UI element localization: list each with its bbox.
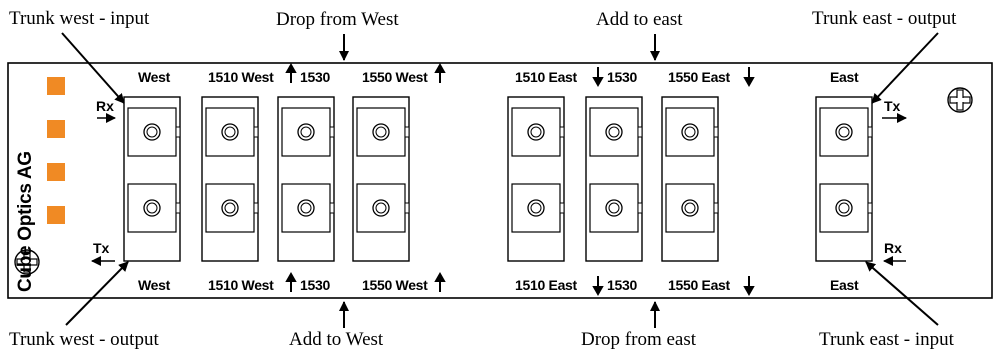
brand-label: Cube Optics AG	[15, 151, 36, 292]
callout-trunk-west-output: Trunk west - output	[9, 329, 159, 350]
fiber-port-west-2[interactable]	[127, 183, 181, 233]
led-square-3	[47, 163, 65, 181]
connector-module-west	[123, 96, 181, 262]
fiber-port-1530-east-1[interactable]	[589, 107, 643, 157]
led-square-2	[47, 120, 65, 138]
fiber-port-1550-east-1[interactable]	[665, 107, 719, 157]
fiber-port-1510-east-2[interactable]	[511, 183, 565, 233]
callout-arrows	[61, 32, 939, 328]
callout-drop-from-west: Drop from West	[276, 9, 399, 30]
rx-right-label: Rx	[884, 240, 902, 256]
top-label-east: East	[830, 69, 859, 85]
fiber-port-1510-east-1[interactable]	[511, 107, 565, 157]
tx-left-label: Tx	[93, 240, 110, 256]
connector-module-1530-west	[277, 96, 335, 262]
fiber-port-1550-west-1[interactable]	[356, 107, 410, 157]
callout-trunk-east-input: Trunk east - input	[819, 329, 954, 350]
led-square-4	[47, 206, 65, 224]
bottom-label-east: East	[830, 277, 859, 293]
connector-module-1510-west	[201, 96, 259, 262]
fiber-port-west-1[interactable]	[127, 107, 181, 157]
callout-drop-from-east: Drop from east	[581, 329, 697, 350]
fiber-port-east-2[interactable]	[819, 183, 873, 233]
connector-module-east	[815, 96, 873, 262]
fiber-port-1530-east-2[interactable]	[589, 183, 643, 233]
top-label-west: West	[138, 69, 170, 85]
direction-arrows	[285, 62, 755, 297]
bottom-label-1530-east: 1530	[607, 277, 637, 293]
led-square-1	[47, 77, 65, 95]
fiber-port-1510-west-2[interactable]	[205, 183, 259, 233]
fiber-port-east-1[interactable]	[819, 107, 873, 157]
bottom-label-west: West	[138, 277, 170, 293]
top-label-1550-west: 1550 West	[362, 69, 428, 85]
fiber-port-1550-west-2[interactable]	[356, 183, 410, 233]
rx-left-label: Rx	[96, 98, 114, 114]
callout-add-to-east: Add to east	[596, 9, 683, 30]
top-label-1550-east: 1550 East	[668, 69, 730, 85]
callout-trunk-west-input: Trunk west - input	[9, 8, 150, 29]
tx-right-label: Tx	[884, 98, 901, 114]
top-label-1530-east: 1530	[607, 69, 637, 85]
top-label-1510-west: 1510 West	[208, 69, 274, 85]
top-label-1530-west: 1530	[300, 69, 330, 85]
screw-icon-left	[14, 249, 40, 275]
fiber-port-1550-east-2[interactable]	[665, 183, 719, 233]
connector-module-1510-east	[507, 96, 565, 262]
fiber-port-1510-west-1[interactable]	[205, 107, 259, 157]
connector-module-1530-east	[585, 96, 643, 262]
bottom-label-1530-west: 1530	[300, 277, 330, 293]
callout-trunk-east-output: Trunk east - output	[812, 8, 957, 29]
bottom-label-1510-east: 1510 East	[515, 277, 577, 293]
screw-icon-right	[947, 87, 973, 113]
fiber-port-1530-west-1[interactable]	[281, 107, 335, 157]
top-label-1510-east: 1510 East	[515, 69, 577, 85]
bottom-label-1550-east: 1550 East	[668, 277, 730, 293]
connector-module-1550-east	[661, 96, 719, 262]
bottom-label-1510-west: 1510 West	[208, 277, 274, 293]
callout-add-to-west: Add to West	[289, 329, 384, 350]
bottom-label-1550-west: 1550 West	[362, 277, 428, 293]
fiber-port-1530-west-2[interactable]	[281, 183, 335, 233]
connector-module-1550-west	[352, 96, 410, 262]
